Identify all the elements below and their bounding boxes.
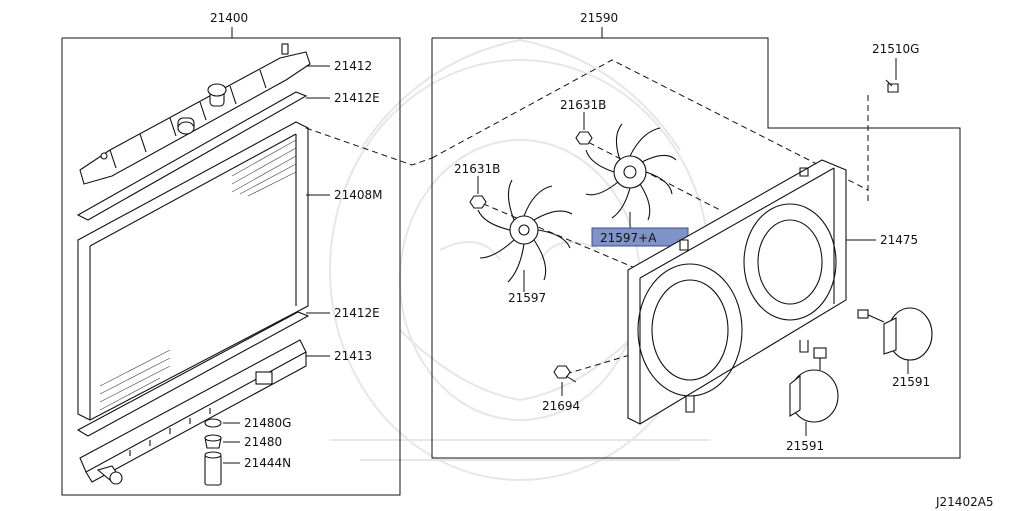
label-drain-plug: 21480 bbox=[244, 435, 282, 449]
label-lower-tank: 21413 bbox=[334, 349, 372, 363]
radiator-upper-tank bbox=[79, 43, 311, 185]
screw-part bbox=[885, 79, 899, 93]
label-fan-motor-assembly: 21590 bbox=[580, 11, 618, 25]
label-fan-shroud: 21475 bbox=[880, 233, 918, 247]
label-screw: 21510G bbox=[872, 42, 919, 56]
label-radiator-assembly: 21400 bbox=[210, 11, 248, 25]
label-fan-motor-right: 21591 bbox=[892, 375, 930, 389]
lower-seal bbox=[76, 311, 310, 437]
fan-right-part bbox=[585, 123, 677, 221]
drain-plug-part bbox=[204, 434, 222, 449]
upper-seal bbox=[76, 91, 308, 221]
label-upper-seal: 21412E bbox=[334, 91, 380, 105]
connector-dashed bbox=[305, 127, 433, 166]
fan-left-part bbox=[477, 179, 573, 283]
fan-motor-bottom-part bbox=[789, 347, 839, 423]
bolt-part bbox=[553, 365, 577, 383]
label-lower-seal: 21412E bbox=[334, 306, 380, 320]
diagram-id: J21402A5 bbox=[935, 495, 994, 509]
nut-upper-part bbox=[575, 131, 593, 145]
label-core: 21408M bbox=[334, 188, 383, 202]
label-nut-upper: 21631B bbox=[560, 98, 606, 112]
label-nut-left: 21631B bbox=[454, 162, 500, 176]
label-drain-plug-seal: 21480G bbox=[244, 416, 291, 430]
nut-left-part bbox=[469, 195, 487, 209]
radiator-group: 21400 21412 21412E 21408M bbox=[61, 11, 401, 496]
label-fan-right: 21597+A bbox=[600, 231, 657, 245]
fan-motor-right-part bbox=[857, 307, 933, 361]
hose-pipe-part bbox=[204, 451, 222, 486]
fan-shroud-part bbox=[627, 159, 847, 425]
label-bolt: 21694 bbox=[542, 399, 580, 413]
label-fan-left: 21597 bbox=[508, 291, 546, 305]
label-hose-pipe: 21444N bbox=[244, 456, 291, 470]
drain-plug-seal-part bbox=[204, 418, 222, 428]
label-upper-tank: 21412 bbox=[334, 59, 372, 73]
radiator-core bbox=[77, 121, 309, 421]
label-fan-motor-bottom: 21591 bbox=[786, 439, 824, 453]
radiator-lower-tank bbox=[79, 339, 307, 485]
guide-dashed-top bbox=[431, 59, 869, 191]
fan-assembly-group: 21590 21510G 21631B 21631B bbox=[431, 11, 961, 459]
